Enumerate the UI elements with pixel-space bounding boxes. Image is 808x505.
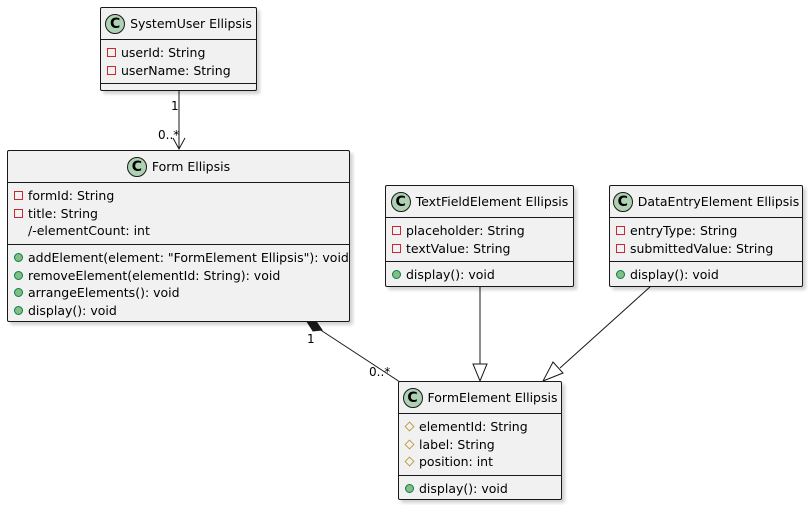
class-name: DataEntryElement Ellipsis — [637, 194, 800, 209]
field-text: entryType: String — [630, 223, 738, 239]
class-name: TextFieldElement Ellipsis — [415, 194, 569, 209]
public-visibility-icon — [14, 305, 23, 315]
field-row: userName: String — [107, 62, 256, 80]
fields-section: userId: String userName: String — [101, 40, 256, 83]
public-visibility-icon — [14, 270, 23, 280]
class-formelement[interactable]: C FormElement Ellipsis elementId: String… — [398, 381, 562, 500]
methods-section: display(): void — [610, 261, 802, 288]
field-text: label: String — [419, 436, 495, 452]
field-row: title: String — [14, 205, 349, 223]
public-visibility-icon — [616, 270, 625, 280]
field-text: formId: String — [28, 188, 115, 204]
field-text: title: String — [28, 205, 98, 221]
method-text: display(): void — [630, 267, 719, 283]
generalization-line-dataentry — [559, 285, 652, 369]
class-name: FormElement Ellipsis — [427, 390, 558, 405]
class-header: C SystemUser Ellipsis — [101, 8, 256, 40]
association-multiplicity-target: 0..* — [158, 128, 180, 142]
class-name: SystemUser Ellipsis — [130, 16, 252, 31]
field-row: elementId: String — [404, 418, 561, 436]
class-c-icon: C — [390, 191, 411, 212]
field-text: submittedValue: String — [630, 240, 774, 256]
association-arrowhead — [172, 137, 186, 151]
class-c-icon: C — [105, 13, 126, 34]
field-text: position: int — [419, 454, 493, 470]
field-text: userId: String — [121, 45, 206, 61]
field-text: userName: String — [121, 62, 231, 78]
class-form[interactable]: C Form Ellipsis formId: String title: St… — [7, 150, 350, 322]
fields-section: entryType: String submittedValue: String — [610, 218, 802, 261]
private-visibility-icon — [14, 208, 23, 218]
composition-multiplicity-target: 0..* — [369, 365, 391, 379]
methods-section: addElement(element: "FormElement Ellipsi… — [8, 243, 349, 323]
method-row: display(): void — [616, 266, 802, 284]
private-visibility-icon — [107, 65, 116, 75]
method-text: removeElement(elementId: String): void — [28, 267, 281, 283]
class-c-icon: C — [402, 387, 423, 408]
generalization-triangle-dataentry — [541, 361, 564, 382]
method-row: arrangeElements(): void — [14, 284, 349, 302]
field-row: submittedValue: String — [616, 240, 802, 258]
no-visibility-icon — [14, 226, 23, 235]
class-dataentryelement[interactable]: C DataEntryElement Ellipsis entryType: S… — [609, 185, 803, 287]
class-header: C TextFieldElement Ellipsis — [386, 186, 573, 218]
field-text: /-elementCount: int — [28, 223, 150, 239]
methods-section: display(): void — [386, 261, 573, 288]
field-row: formId: String — [14, 187, 349, 205]
private-visibility-icon — [14, 191, 23, 201]
protected-visibility-icon — [404, 421, 415, 432]
class-header: C Form Ellipsis — [8, 151, 349, 183]
methods-section — [101, 83, 256, 92]
method-text: display(): void — [419, 481, 508, 497]
methods-section: display(): void — [399, 474, 561, 502]
method-text: addElement(element: "FormElement Ellipsi… — [28, 250, 349, 266]
class-c-icon: C — [612, 191, 633, 212]
class-header: C DataEntryElement Ellipsis — [610, 186, 802, 218]
private-visibility-icon — [392, 243, 401, 253]
public-visibility-icon — [405, 484, 414, 494]
method-text: arrangeElements(): void — [28, 285, 180, 301]
method-text: display(): void — [28, 302, 117, 318]
protected-visibility-icon — [404, 439, 415, 450]
public-visibility-icon — [14, 288, 23, 298]
method-row: display(): void — [405, 480, 561, 498]
field-row: label: String — [404, 436, 561, 454]
association-multiplicity-source: 1 — [171, 99, 179, 113]
class-name: Form Ellipsis — [151, 159, 231, 174]
public-visibility-icon — [392, 270, 401, 280]
field-row: userId: String — [107, 44, 256, 62]
method-row: display(): void — [14, 302, 349, 320]
method-row: removeElement(elementId: String): void — [14, 266, 349, 284]
generalization-triangle-textfield — [472, 363, 488, 383]
class-header: C FormElement Ellipsis — [399, 382, 561, 414]
public-visibility-icon — [14, 253, 23, 263]
field-row: position: int — [404, 453, 561, 471]
method-row: display(): void — [392, 266, 573, 284]
field-text: placeholder: String — [406, 223, 525, 239]
field-text: elementId: String — [419, 419, 528, 435]
fields-section: elementId: String label: String position… — [399, 414, 561, 475]
fields-section: placeholder: String textValue: String — [386, 218, 573, 261]
class-systemuser[interactable]: C SystemUser Ellipsis userId: String use… — [100, 7, 257, 91]
field-row: /-elementCount: int — [14, 222, 349, 240]
field-text: textValue: String — [406, 240, 511, 256]
field-row: entryType: String — [616, 222, 802, 240]
private-visibility-icon — [107, 48, 116, 58]
protected-visibility-icon — [404, 457, 415, 467]
field-row: placeholder: String — [392, 222, 573, 240]
fields-section: formId: String title: String /-elementCo… — [8, 183, 349, 244]
composition-multiplicity-source: 1 — [307, 332, 315, 346]
class-textfieldelement[interactable]: C TextFieldElement Ellipsis placeholder:… — [385, 185, 574, 287]
private-visibility-icon — [616, 243, 625, 253]
class-c-icon: C — [126, 156, 147, 177]
private-visibility-icon — [616, 226, 625, 236]
composition-line — [315, 326, 401, 383]
method-text: display(): void — [406, 267, 495, 283]
field-row: textValue: String — [392, 240, 573, 258]
private-visibility-icon — [392, 226, 401, 236]
method-row: addElement(element: "FormElement Ellipsi… — [14, 249, 349, 267]
